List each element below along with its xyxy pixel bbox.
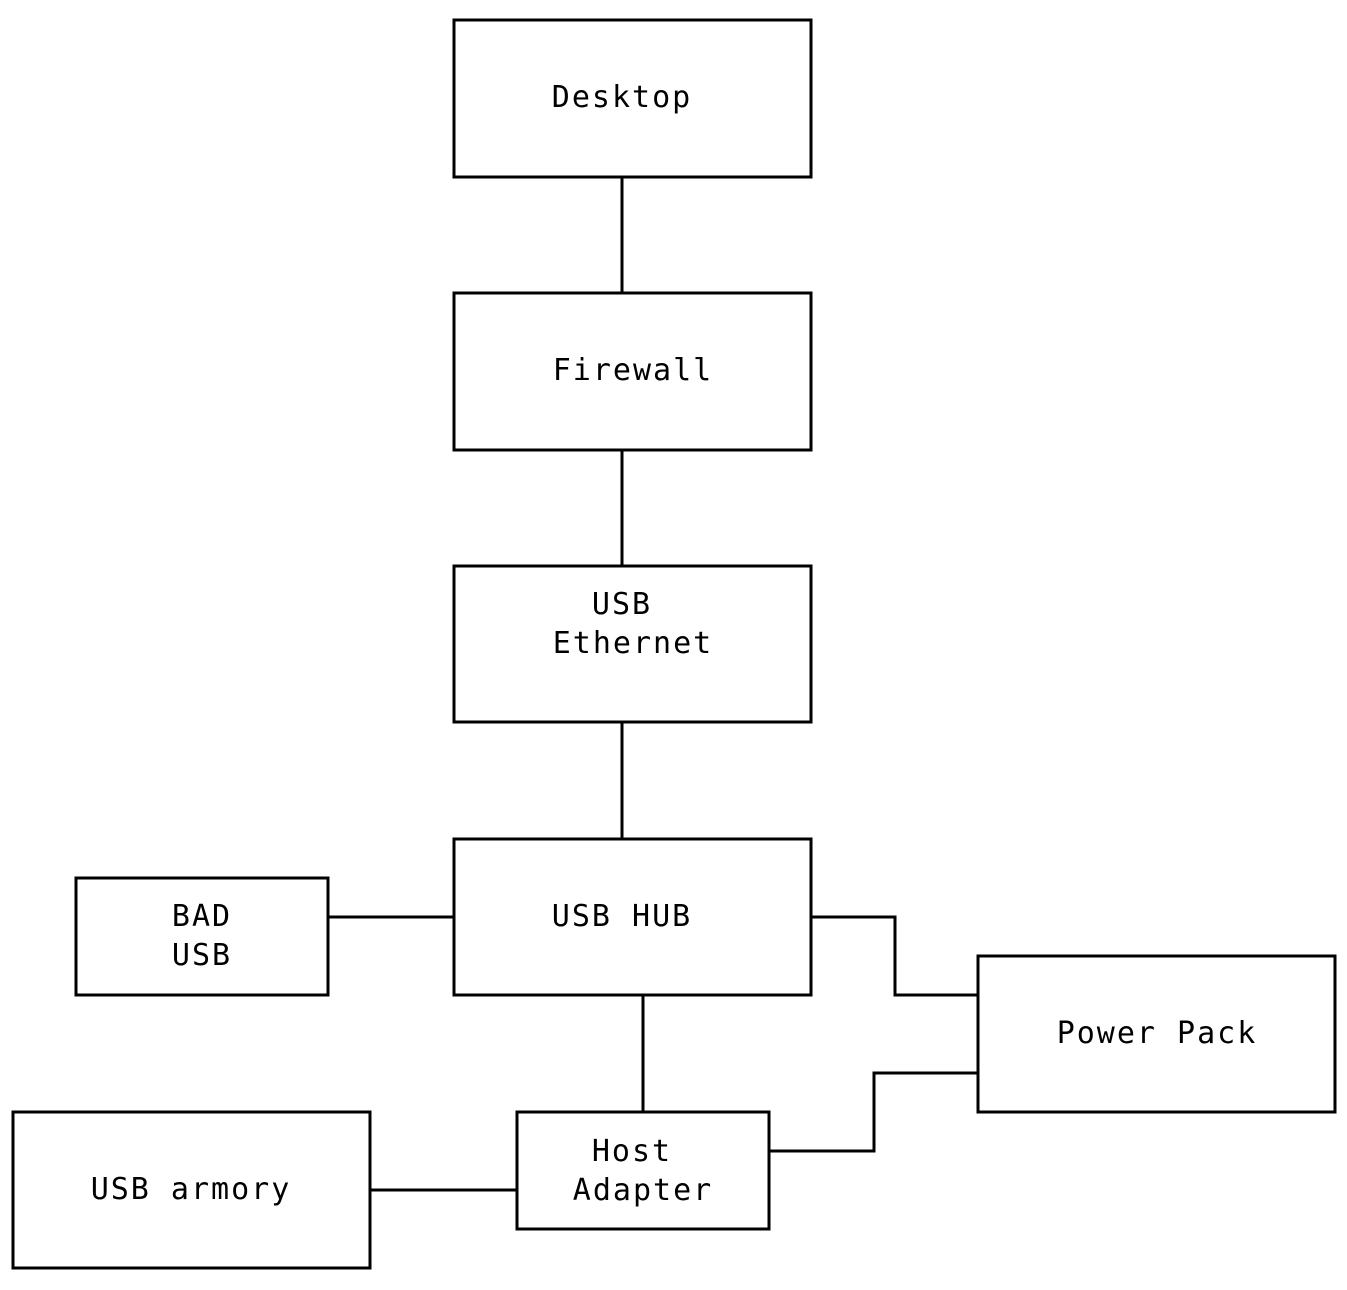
node-desktop: Desktop xyxy=(452,18,813,179)
node-firewall-box xyxy=(452,291,813,452)
node-power-pack-label: Power Pack xyxy=(1057,1016,1258,1051)
node-usb-hub-label: USB HUB xyxy=(552,899,692,934)
node-desktop-box xyxy=(452,18,813,179)
node-power-pack-box xyxy=(976,954,1337,1114)
node-host-adapter: Host Adapter xyxy=(515,1110,771,1231)
node-usb-ethernet-label-line1: USB xyxy=(592,587,652,622)
node-bad-usb-label-line1: BAD xyxy=(172,899,232,934)
node-desktop-label: Desktop xyxy=(552,80,692,115)
edges xyxy=(328,177,978,1192)
node-usb-hub-box xyxy=(452,837,813,997)
node-bad-usb-label-line2: USB xyxy=(172,938,232,973)
node-bad-usb-box xyxy=(74,876,330,997)
node-host-adapter-label-line2: Adapter xyxy=(573,1173,713,1208)
node-usb-hub: USB HUB xyxy=(452,837,813,997)
node-host-adapter-label-line1: Host xyxy=(592,1134,672,1169)
node-power-pack: Power Pack xyxy=(976,954,1337,1114)
node-usb-ethernet: USB Ethernet xyxy=(452,564,813,724)
edge-host-adapter-power-pack xyxy=(769,1071,978,1153)
edge-usb-hub-power-pack xyxy=(811,915,978,997)
node-usb-armory: USB armory xyxy=(11,1110,372,1270)
node-usb-ethernet-box xyxy=(452,564,813,724)
node-usb-armory-box xyxy=(11,1110,372,1270)
node-usb-armory-label: USB armory xyxy=(91,1172,292,1207)
node-usb-ethernet-label-line2: Ethernet xyxy=(553,626,714,661)
node-firewall-label: Firewall xyxy=(553,353,714,388)
node-bad-usb: BAD USB xyxy=(74,876,330,997)
node-firewall: Firewall xyxy=(452,291,813,452)
node-host-adapter-box xyxy=(515,1110,771,1231)
